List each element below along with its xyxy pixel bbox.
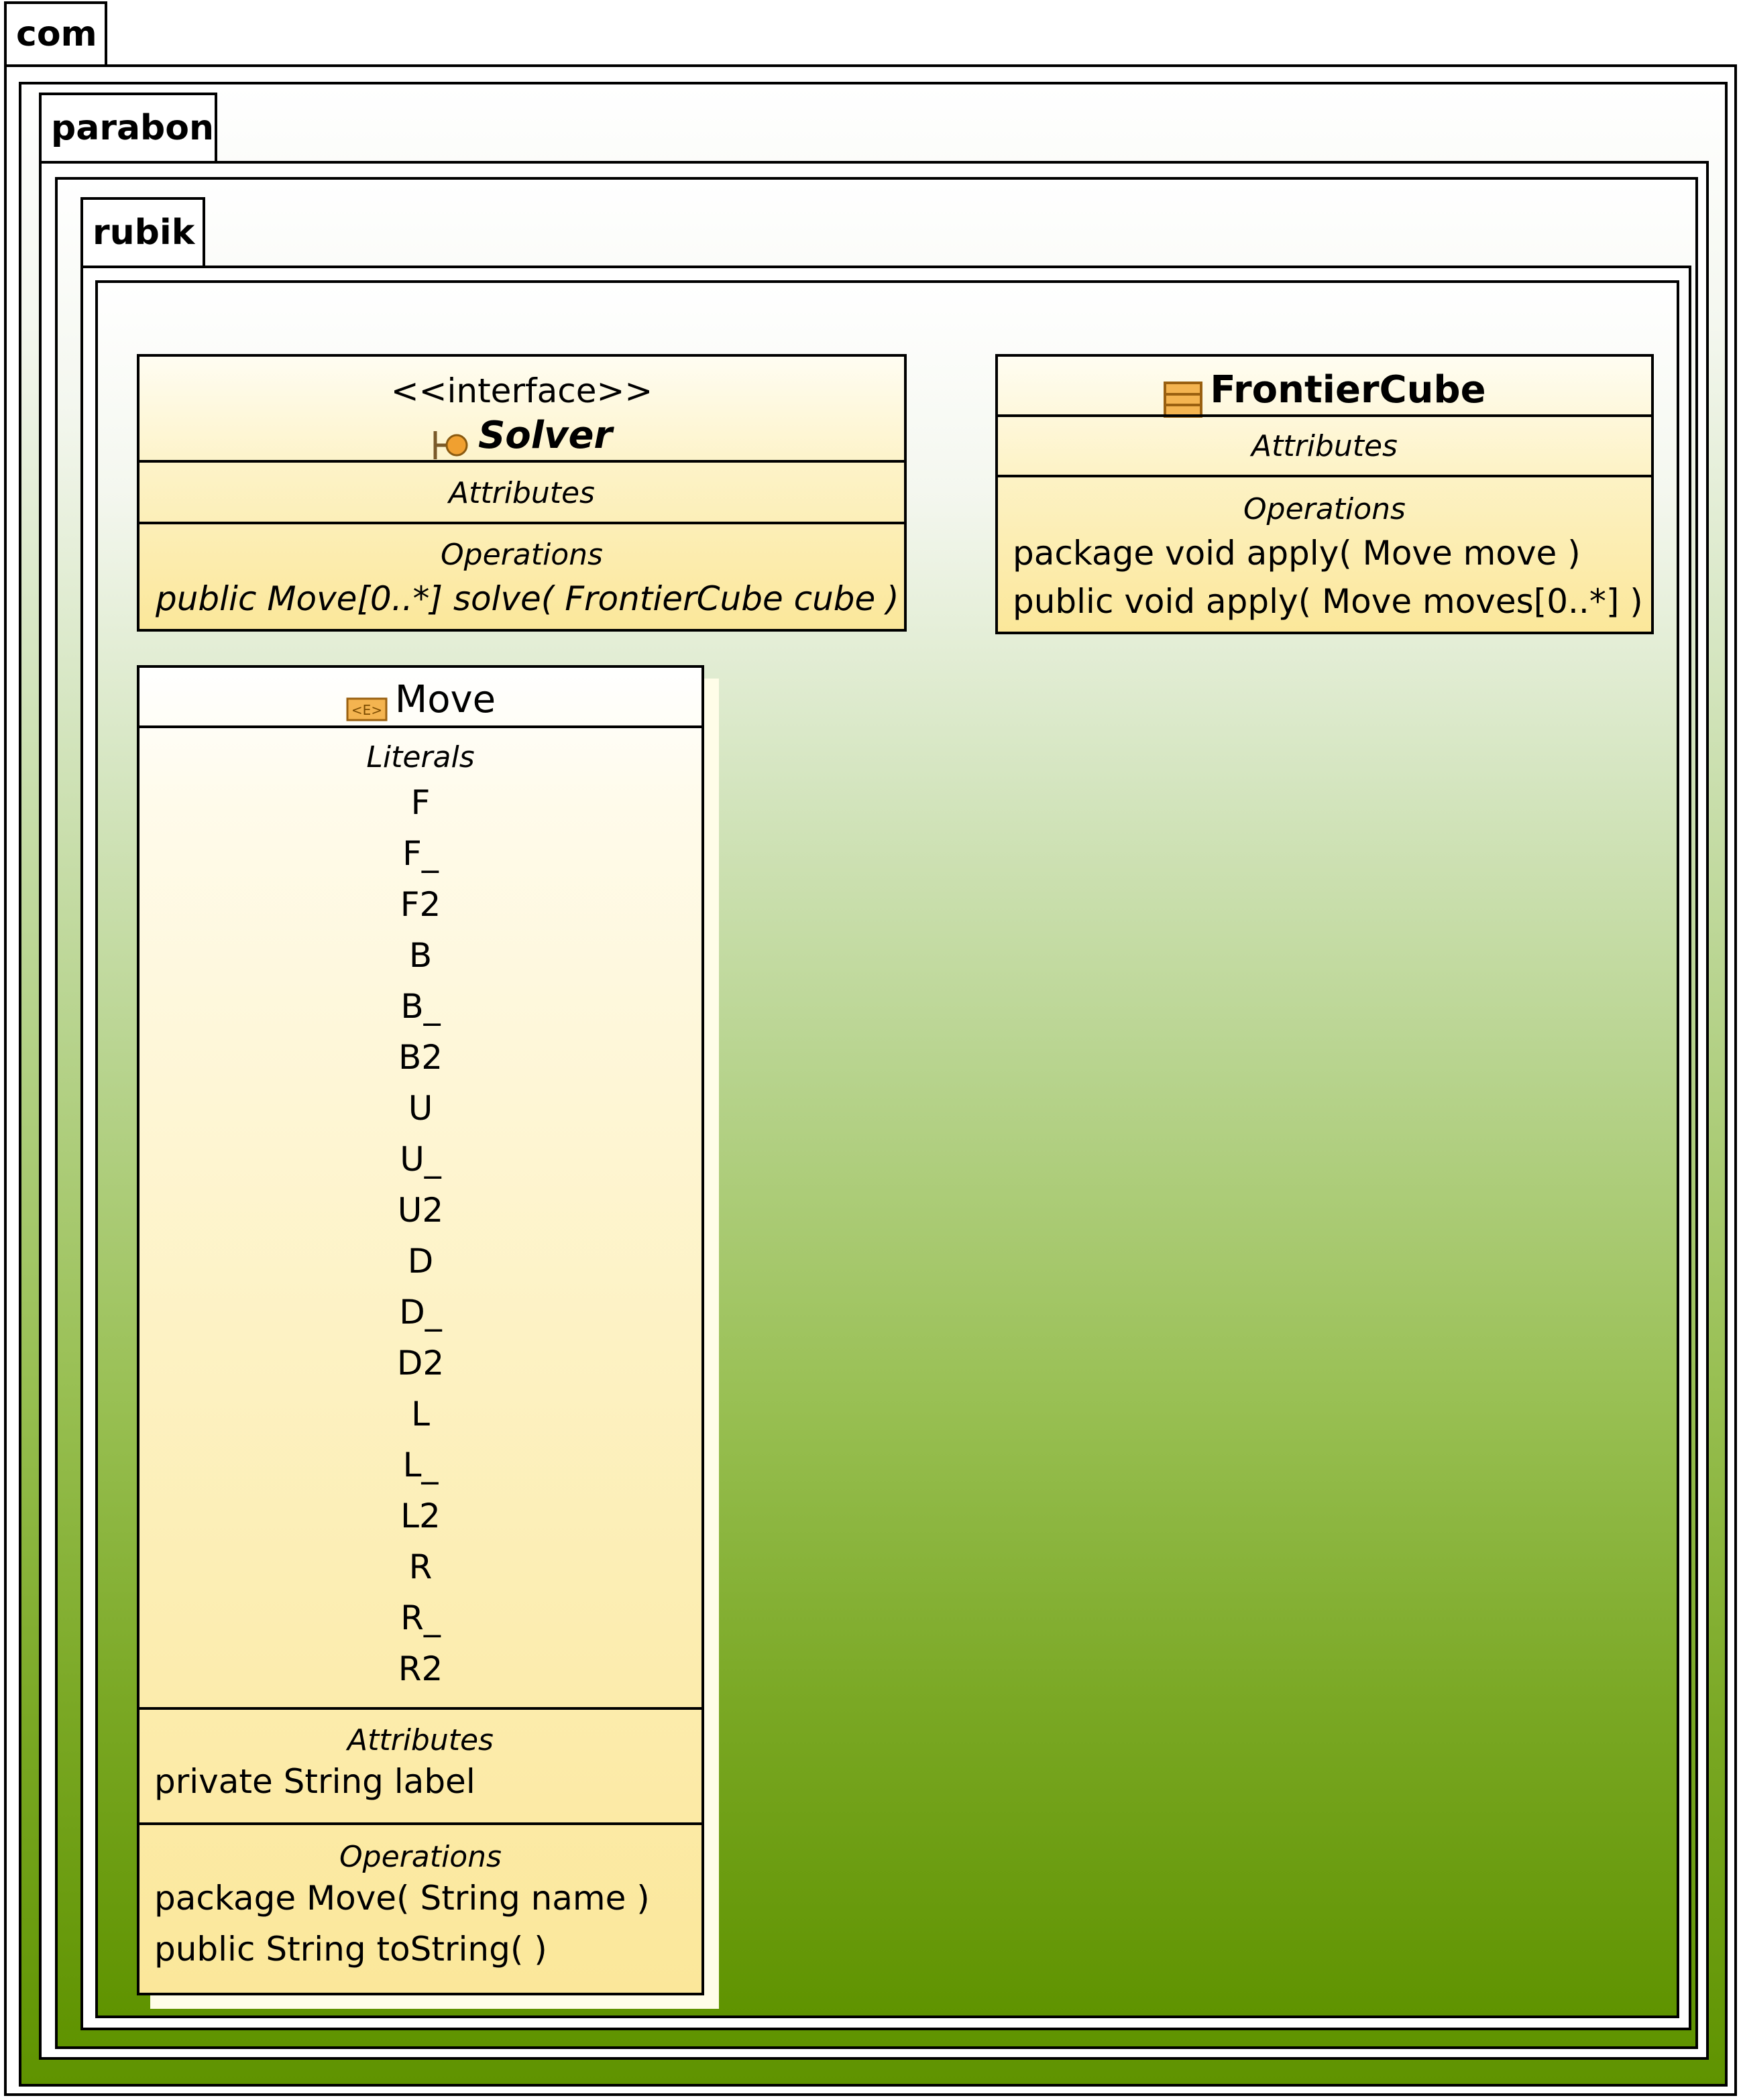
attribute-row[interactable]: private String label bbox=[154, 1762, 475, 1801]
literal-row[interactable]: R2 bbox=[398, 1649, 443, 1688]
literal-row[interactable]: B_ bbox=[400, 987, 441, 1026]
package-name: parabon bbox=[51, 108, 215, 148]
operation-row[interactable]: public String toString( ) bbox=[154, 1930, 547, 1969]
literal-row[interactable]: L bbox=[411, 1395, 430, 1434]
svg-text:<E>: <E> bbox=[351, 702, 382, 718]
literal-row[interactable]: D_ bbox=[399, 1293, 442, 1332]
literal-row[interactable]: R bbox=[408, 1548, 433, 1586]
class-name: Solver bbox=[478, 414, 613, 457]
operations-title: Operations bbox=[441, 538, 603, 572]
enumeration-icon: <E> bbox=[346, 697, 388, 721]
attributes-title: Attributes bbox=[449, 476, 595, 510]
operation-row[interactable]: package void apply( Move move ) bbox=[1013, 534, 1581, 573]
literal-row[interactable]: U bbox=[408, 1089, 433, 1128]
literal-row[interactable]: U2 bbox=[397, 1191, 444, 1230]
class-frontier-cube[interactable]: FrontierCube Attributes Operations packa… bbox=[995, 354, 1654, 634]
attributes-title: Attributes bbox=[347, 1723, 494, 1757]
package-name: com bbox=[16, 14, 97, 54]
literal-row[interactable]: F bbox=[410, 783, 431, 822]
interface-icon bbox=[433, 430, 468, 459]
literal-row[interactable]: F_ bbox=[402, 834, 439, 873]
literal-row[interactable]: L_ bbox=[402, 1446, 439, 1484]
literal-row[interactable]: R_ bbox=[400, 1598, 441, 1637]
literal-row[interactable]: U_ bbox=[400, 1140, 441, 1179]
operations-title: Operations bbox=[1243, 492, 1406, 526]
operation-row[interactable]: public void apply( Move moves[0..*] ) bbox=[1013, 582, 1643, 621]
operations-title: Operations bbox=[339, 1840, 502, 1874]
class-name: FrontierCube bbox=[1210, 368, 1486, 412]
package-tab-rubik[interactable]: rubik bbox=[80, 197, 205, 268]
literal-row[interactable]: D2 bbox=[396, 1344, 445, 1383]
literal-row[interactable]: F2 bbox=[400, 885, 441, 924]
literals-title: Literals bbox=[366, 740, 475, 774]
literal-row[interactable]: B bbox=[408, 936, 433, 975]
class-solver[interactable]: <<interface>> Solver Attributes Operatio… bbox=[137, 354, 907, 632]
literal-row[interactable]: B2 bbox=[398, 1038, 443, 1077]
literal-row[interactable]: D bbox=[407, 1242, 434, 1281]
literal-row[interactable]: L2 bbox=[400, 1497, 441, 1535]
stereotype-label: <<interface>> bbox=[390, 371, 653, 410]
attributes-title: Attributes bbox=[1251, 429, 1398, 463]
package-tab-parabon[interactable]: parabon bbox=[39, 93, 217, 164]
operation-row[interactable]: package Move( String name ) bbox=[154, 1879, 650, 1918]
package-name: rubik bbox=[93, 213, 195, 253]
operation-row[interactable]: public Move[0..*] solve( FrontierCube cu… bbox=[156, 579, 899, 618]
class-name: Move bbox=[394, 678, 496, 721]
class-icon bbox=[1164, 381, 1203, 418]
package-tab-com[interactable]: com bbox=[4, 1, 107, 67]
